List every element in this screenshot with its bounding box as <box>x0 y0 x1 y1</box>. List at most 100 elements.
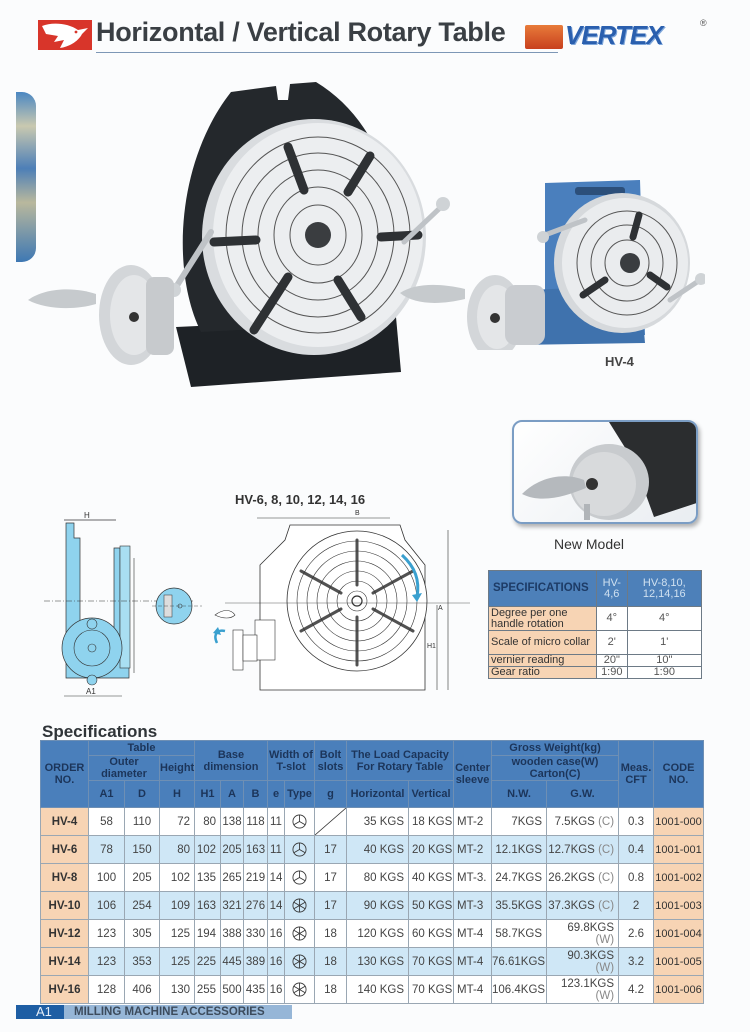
cell-g: 17 <box>314 863 347 892</box>
cell-nw: 106.4KGS <box>491 975 548 1004</box>
col-vertical: Vertical <box>407 780 455 808</box>
cell-type <box>284 891 315 920</box>
cell-code-no: 1001-006 <box>653 975 705 1004</box>
registered-mark: ® <box>700 18 707 28</box>
gw-value: 12.7KGS <box>548 843 595 856</box>
cell-A: 321 <box>220 891 244 920</box>
cell-vertical: 70 KGS <box>407 975 455 1004</box>
cell-gw: 123.1KGS (W) <box>546 975 620 1004</box>
col-type: Type <box>284 780 315 808</box>
col-nw: N.W. <box>491 780 548 808</box>
cell-center-sleeve: MT-2 <box>453 807 493 836</box>
rotary-table-photo-large <box>26 72 466 392</box>
cell-order-no: HV-10 <box>40 891 89 920</box>
svg-text:A: A <box>438 605 443 612</box>
drawing-title: HV-6, 8, 10, 12, 14, 16 <box>235 492 366 507</box>
cell-type <box>284 975 315 1004</box>
cell-A: 205 <box>220 835 244 864</box>
col-order-no: ORDER NO. <box>40 740 89 808</box>
cell-center-sleeve: MT-2 <box>453 835 493 864</box>
col-meas-cft: Meas. CFT <box>618 740 655 808</box>
cell-e: 14 <box>267 863 285 892</box>
gw-case: (C) <box>598 843 615 856</box>
cell-A1: 58 <box>88 807 125 836</box>
cell-horizontal: 40 KGS <box>346 835 409 864</box>
spec-row-value: 4° <box>626 606 703 631</box>
cell-B: 330 <box>243 919 268 948</box>
cell-g: 18 <box>314 975 347 1004</box>
cell-D: 406 <box>124 975 160 1004</box>
cell-vertical: 70 KGS <box>407 947 455 976</box>
svg-text:H1: H1 <box>427 643 436 650</box>
cell-gw: 7.5KGS (C) <box>546 807 620 836</box>
specifications-heading: Specifications <box>42 722 158 741</box>
cell-H: 72 <box>159 807 195 836</box>
three-slot-icon <box>292 870 307 885</box>
cell-e: 16 <box>267 947 285 976</box>
rotary-table-photo-hv4 <box>395 175 707 359</box>
col-D: D <box>124 780 160 808</box>
six-slot-icon <box>292 954 307 969</box>
cell-D: 254 <box>124 891 160 920</box>
cell-order-no: HV-6 <box>40 835 89 864</box>
cell-cft: 3.2 <box>618 947 655 976</box>
cell-g: 17 <box>314 891 347 920</box>
specifications-table: ORDER NO. Table Base dimension Width of … <box>40 740 705 1004</box>
col-load-capacity: The Load Capacity For Rotary Table <box>345 740 455 781</box>
cell-B: 163 <box>243 835 268 864</box>
cell-code-no: 1001-002 <box>653 863 705 892</box>
spec-row-value: 1' <box>626 630 703 655</box>
cell-H: 125 <box>159 947 195 976</box>
cell-gw: 37.3KGS (C) <box>546 891 620 920</box>
cell-vertical: 20 KGS <box>407 835 455 864</box>
spec-header-hv8-16: HV-8,10, 12,14,16 <box>626 570 703 607</box>
spec-row-label: Degree per one handle rotation <box>488 606 597 631</box>
cell-center-sleeve: MT-3 <box>453 891 493 920</box>
cell-H1: 80 <box>194 807 221 836</box>
cell-nw: 24.7KGS <box>491 863 548 892</box>
cell-H1: 135 <box>194 863 221 892</box>
cell-B: 219 <box>243 863 268 892</box>
gw-case: (W) <box>595 933 615 946</box>
cell-B: 389 <box>243 947 268 976</box>
cell-A1: 128 <box>88 975 125 1004</box>
page-header: Horizontal / Vertical Rotary Table VERTE… <box>38 17 708 54</box>
spec-row-label: vernier reading <box>488 654 597 667</box>
cell-order-no: HV-14 <box>40 947 89 976</box>
cell-H1: 102 <box>194 835 221 864</box>
cell-order-no: HV-8 <box>40 863 89 892</box>
spec-row-value: 2' <box>596 630 628 655</box>
front-view-drawing: B A H1 <box>205 505 470 705</box>
col-B: B <box>243 780 268 808</box>
cell-order-no: HV-16 <box>40 975 89 1004</box>
cell-gw: 12.7KGS (C) <box>546 835 620 864</box>
gw-case: (C) <box>598 815 615 828</box>
spec-row-value: 1:90 <box>596 666 628 679</box>
spec-row-value: 10" <box>626 654 703 667</box>
cell-g-empty <box>314 807 347 836</box>
eagle-logo-icon <box>38 20 92 50</box>
col-base-dimension: Base dimension <box>194 740 268 781</box>
cell-order-no: HV-4 <box>40 807 89 836</box>
gw-value: 123.1KGS <box>560 977 615 990</box>
new-model-caption: New Model <box>554 536 625 552</box>
cell-cft: 0.4 <box>618 835 655 864</box>
cell-center-sleeve: MT-3. <box>453 863 493 892</box>
cell-H1: 194 <box>194 919 221 948</box>
vertex-brand-logo: VERTEX ® <box>525 18 715 50</box>
col-gross-weight: Gross Weight(kg) <box>491 740 620 756</box>
cell-vertical: 50 KGS <box>407 891 455 920</box>
gw-value: 7.5KGS <box>554 815 595 828</box>
cell-H1: 255 <box>194 975 221 1004</box>
cell-e: 11 <box>267 835 285 864</box>
cell-e: 16 <box>267 975 285 1004</box>
cell-gw: 90.3KGS (W) <box>546 947 620 976</box>
tslot-detail-drawing <box>152 585 202 627</box>
svg-text:B: B <box>355 510 360 517</box>
cell-H: 102 <box>159 863 195 892</box>
cell-H: 130 <box>159 975 195 1004</box>
cell-type <box>284 947 315 976</box>
cell-A1: 123 <box>88 947 125 976</box>
